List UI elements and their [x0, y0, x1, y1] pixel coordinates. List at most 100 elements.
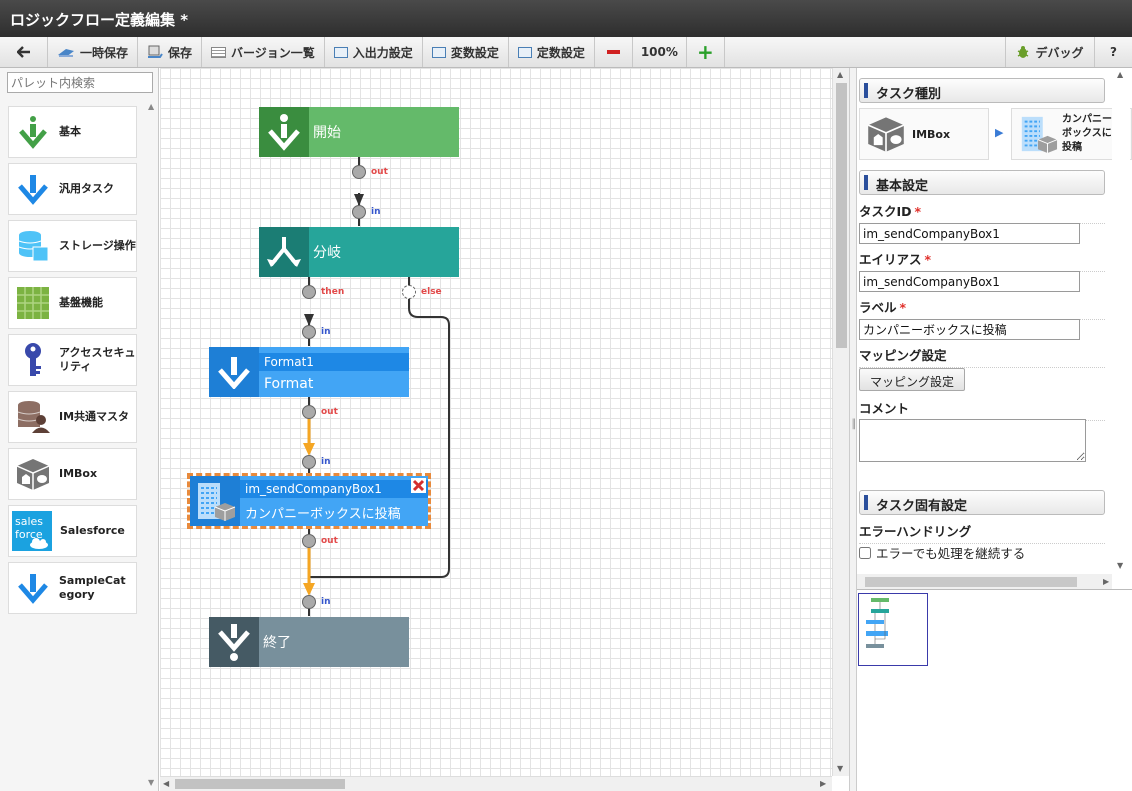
debug-button[interactable]: デバッグ	[1005, 37, 1094, 67]
comment-label-text: コメント	[859, 401, 910, 416]
storage-icon	[15, 228, 51, 264]
task-type-arrow-icon: ▶	[995, 126, 1004, 139]
branch-in-port[interactable]	[352, 205, 366, 219]
scroll-right-icon[interactable]: ▶	[1103, 577, 1110, 586]
temp-save-button[interactable]: 一時保存	[48, 37, 139, 67]
temp-save-label: 一時保存	[80, 45, 129, 60]
palette-item-label: IM共通マスタ	[59, 410, 130, 423]
const-settings-button[interactable]: 定数設定	[509, 37, 595, 67]
help-button[interactable]: ?	[1094, 37, 1132, 67]
send-company-box-node[interactable]: im_sendCompanyBox1 カンパニーボックスに投稿	[190, 476, 428, 526]
task-type-header: タスク種別	[859, 78, 1105, 103]
canvas-vertical-scrollbar[interactable]: ▲ ▼	[832, 68, 849, 776]
palette-item-label: 基本	[59, 125, 81, 138]
scroll-left-icon[interactable]: ◀	[163, 779, 170, 788]
send-out-port[interactable]	[302, 534, 316, 548]
canvas-hscroll-thumb[interactable]	[175, 779, 345, 789]
palette-item-imbox[interactable]: IMBox	[8, 448, 137, 500]
task-type-parent-card[interactable]: IMBox	[859, 108, 989, 160]
start-text: 開始	[309, 107, 459, 157]
label-input[interactable]	[859, 319, 1080, 340]
send-node-selection	[187, 473, 431, 529]
scroll-down-icon[interactable]: ▼	[1117, 561, 1124, 570]
send-in-port[interactable]	[302, 455, 316, 469]
save-icon	[148, 45, 163, 58]
palette-search-input[interactable]	[7, 72, 153, 93]
port-label-else: else	[421, 287, 442, 297]
port-label-out: out	[371, 167, 388, 177]
zoom-in-button[interactable]: +	[687, 37, 725, 67]
task-type-child-card[interactable]: カンパニーボックスに投稿	[1011, 108, 1132, 160]
properties-horizontal-scrollbar[interactable]: ▶	[857, 574, 1112, 589]
delete-node-icon[interactable]	[411, 478, 426, 493]
svg-text:force: force	[15, 528, 43, 541]
palette-item-im-master[interactable]: IM共通マスタ	[8, 391, 137, 443]
canvas-vscroll-thumb[interactable]	[836, 83, 847, 348]
task-specific-header: タスク固有設定	[859, 490, 1105, 515]
properties-panel: タスク種別 IMBox ▶ カンパニーボックスに投稿 基本設定 タスクID* エ…	[857, 68, 1132, 588]
format-node[interactable]: Format1 Format	[209, 347, 409, 397]
overview-minimap[interactable]	[857, 589, 1132, 791]
mapping-label: マッピング設定	[859, 345, 1105, 368]
toolbar-spacer	[725, 37, 1005, 67]
branch-then-port[interactable]	[302, 285, 316, 299]
properties-vertical-scrollbar[interactable]: ▲ ▼	[1112, 68, 1130, 588]
comment-label: コメント	[859, 398, 1105, 421]
alias-input[interactable]	[859, 271, 1080, 292]
palette-item-platform[interactable]: 基盤機能	[8, 277, 137, 329]
send-title: im_sendCompanyBox1	[240, 480, 428, 498]
var-settings-button[interactable]: 変数設定	[423, 37, 509, 67]
port-label-then: then	[321, 287, 345, 297]
continue-on-error-checkbox[interactable]	[859, 546, 871, 559]
palette-item-label: アクセスセキュリティ	[59, 346, 136, 373]
properties-hscroll-thumb[interactable]	[865, 577, 1077, 587]
panel-splitter[interactable]: ║	[849, 68, 857, 791]
zoom-out-button[interactable]	[595, 37, 633, 67]
scroll-up-icon[interactable]: ▲	[148, 102, 155, 111]
scroll-up-icon[interactable]: ▲	[837, 70, 844, 79]
minimap-viewport[interactable]	[858, 593, 928, 666]
task-id-label-text: タスクID	[859, 204, 912, 219]
task-specific-header-label: タスク固有設定	[876, 499, 968, 514]
palette-item-basic[interactable]: 基本	[8, 106, 137, 158]
palette-item-storage[interactable]: ストレージ操作	[8, 220, 137, 272]
format-title: Format1	[259, 352, 409, 371]
scroll-right-icon[interactable]: ▶	[820, 779, 827, 788]
branch-node[interactable]: 分岐	[259, 227, 459, 277]
palette-item-access-security[interactable]: アクセスセキュリティ	[8, 334, 137, 386]
comment-textarea[interactable]	[859, 419, 1086, 462]
alias-label: エイリアス*	[859, 249, 1105, 272]
error-handling-label-text: エラーハンドリング	[859, 524, 972, 539]
flow-canvas[interactable]: 開始 out in 分岐 then else in Format1 Format…	[160, 68, 832, 776]
end-in-port[interactable]	[302, 595, 316, 609]
task-id-input[interactable]	[859, 223, 1080, 244]
format-out-port[interactable]	[302, 405, 316, 419]
palette-item-sample-category[interactable]: SampleCategory	[8, 562, 137, 614]
version-list-button[interactable]: バージョン一覧	[202, 37, 325, 67]
palette-scrollbar[interactable]: ▲ ▼	[146, 102, 157, 787]
scroll-down-icon[interactable]: ▼	[148, 778, 155, 787]
start-node[interactable]: 開始	[259, 107, 459, 157]
mapping-settings-button[interactable]: マッピング設定	[859, 368, 965, 391]
continue-on-error-option[interactable]: エラーでも処理を継続する	[859, 543, 1025, 562]
required-mark: *	[914, 204, 922, 219]
platform-grid-icon	[15, 285, 51, 321]
var-settings-label: 変数設定	[450, 45, 499, 60]
end-node[interactable]: 終了	[209, 617, 409, 667]
send-title-text: im_sendCompanyBox1	[245, 482, 382, 496]
io-settings-button[interactable]: 入出力設定	[325, 37, 423, 67]
palette-item-generic-task[interactable]: 汎用タスク	[8, 163, 137, 215]
scroll-down-icon[interactable]: ▼	[837, 764, 844, 773]
format-in-port[interactable]	[302, 325, 316, 339]
canvas-horizontal-scrollbar[interactable]: ◀ ▶	[160, 776, 832, 791]
back-button[interactable]	[0, 37, 48, 67]
splitter-grip-icon[interactable]: ║	[851, 420, 857, 430]
save-button[interactable]: 保存	[138, 37, 203, 67]
scroll-up-icon[interactable]: ▲	[1117, 70, 1124, 79]
start-out-port[interactable]	[352, 165, 366, 179]
start-icon	[259, 107, 309, 157]
minimap-diagram	[866, 598, 889, 648]
branch-else-port[interactable]	[402, 285, 416, 299]
